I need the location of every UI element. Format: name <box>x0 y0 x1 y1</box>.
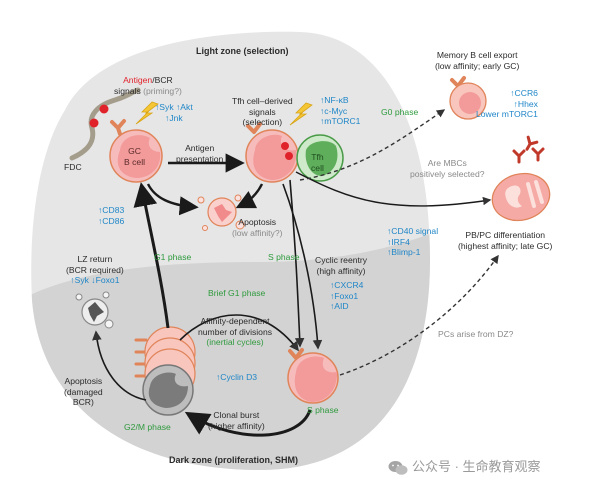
bcr-signal-bolt-icon <box>135 101 159 125</box>
lz-return-label: LZ return (BCR required) ↑Syk ↓Foxo1 <box>66 254 124 285</box>
cyclic-reentry-markers: ↑CXCR4 ↑Foxo1 ↑AID <box>330 280 364 311</box>
cyclin-label: ↑Cyclin D3 <box>216 372 258 382</box>
g1-phase-label: G1 phase <box>154 252 192 262</box>
pbpc-arrow <box>295 171 492 207</box>
apoptosis-dz-label: Apoptosis (damaged BCR) <box>64 376 103 407</box>
memory-export-arrow <box>299 109 446 181</box>
clonal-burst-arrow <box>184 409 312 437</box>
dz-apoptosis-arrow <box>92 330 147 401</box>
fdc-label: FDC <box>64 162 82 172</box>
clonal-burst-label: Clonal burst (higher affinity) <box>208 410 265 431</box>
antigen-presentation-label: Antigen presentation <box>176 143 224 164</box>
brief-g1-label: Brief G1 phase <box>208 288 266 298</box>
solid-arrows <box>92 153 492 437</box>
plasma-cell <box>491 172 551 222</box>
antigen-bcr-label: Antigen/BCR signals (priming?) <box>114 75 182 96</box>
pcs-dz-question: PCs arise from DZ? <box>438 329 514 339</box>
apoptotic-cell-dz <box>75 291 114 329</box>
light-zone-title: Light zone (selection) <box>196 46 289 56</box>
cd-markers: ↑CD83 ↑CD86 <box>98 205 125 226</box>
g0-phase-label: G0 phase <box>381 107 419 117</box>
antigen-dot <box>89 118 99 128</box>
pbpc-label: PB/PC differentiation (highest affinity;… <box>458 230 553 251</box>
bcr-signal-markers: ↑Syk ↑Akt ↑Jnk <box>155 102 193 123</box>
dashed-arrows <box>299 109 499 376</box>
dividing-cells <box>134 326 196 416</box>
pcs-from-dz-arrow <box>339 254 499 376</box>
dark-zone-title: Dark zone (proliferation, SHM) <box>169 455 299 465</box>
s-phase-down-arrow <box>289 179 305 348</box>
lz-return-arrow <box>133 182 170 329</box>
memory-b-cell <box>449 76 487 120</box>
gc-b-cell <box>109 119 163 183</box>
dz-s-phase-cell <box>287 348 339 404</box>
watermark: 公众号 · 生命教育观察 <box>388 456 541 476</box>
tfh-cell <box>296 134 344 182</box>
g2m-phase-label: G2/M phase <box>124 422 171 432</box>
memory-export-label: Memory B cell export (low affinity; earl… <box>435 50 520 71</box>
tfh-signals-label: Tfh cell–derived signals (selection) <box>232 96 293 127</box>
s-phase-lz-label: S phase <box>268 252 300 262</box>
antigen-word: Antigen <box>123 75 153 85</box>
fdc-dendrite <box>69 87 141 161</box>
apoptosis-lz-label: Apoptosis (low affinity?) <box>232 217 283 238</box>
affinity-divisions-label: Affinity-dependent number of divisions (… <box>198 316 273 347</box>
wechat-icon <box>388 460 408 475</box>
to-apoptosis-arrow-right <box>235 183 264 209</box>
mbc-question-label: Are MBCs positively selected? <box>410 158 485 179</box>
cyclic-reentry-arrow <box>282 183 323 350</box>
tfh-signal-bolt-icon <box>289 102 313 126</box>
cyclic-reentry-label: Cyclic reentry (high affinity) <box>315 255 368 276</box>
gc-b-cell-label: GC B cell <box>124 146 146 167</box>
tfh-cell-label: Tfh cell <box>311 152 324 173</box>
brief-g1-arrow <box>179 314 299 352</box>
antigen-dot <box>99 104 109 114</box>
antibodies-icon <box>512 135 545 164</box>
memory-markers: ↑CCR6 ↑Hhex Lower mTORC1 <box>476 88 538 119</box>
dark-zone-area <box>31 230 430 470</box>
s-phase-dz-label: S phase <box>307 405 339 415</box>
tfh-markers: ↑NF-κB ↑c-Myc ↑mTORC1 <box>320 95 361 126</box>
pc-markers: ↑CD40 signal ↑IRF4 ↑Blimp-1 <box>387 226 439 257</box>
